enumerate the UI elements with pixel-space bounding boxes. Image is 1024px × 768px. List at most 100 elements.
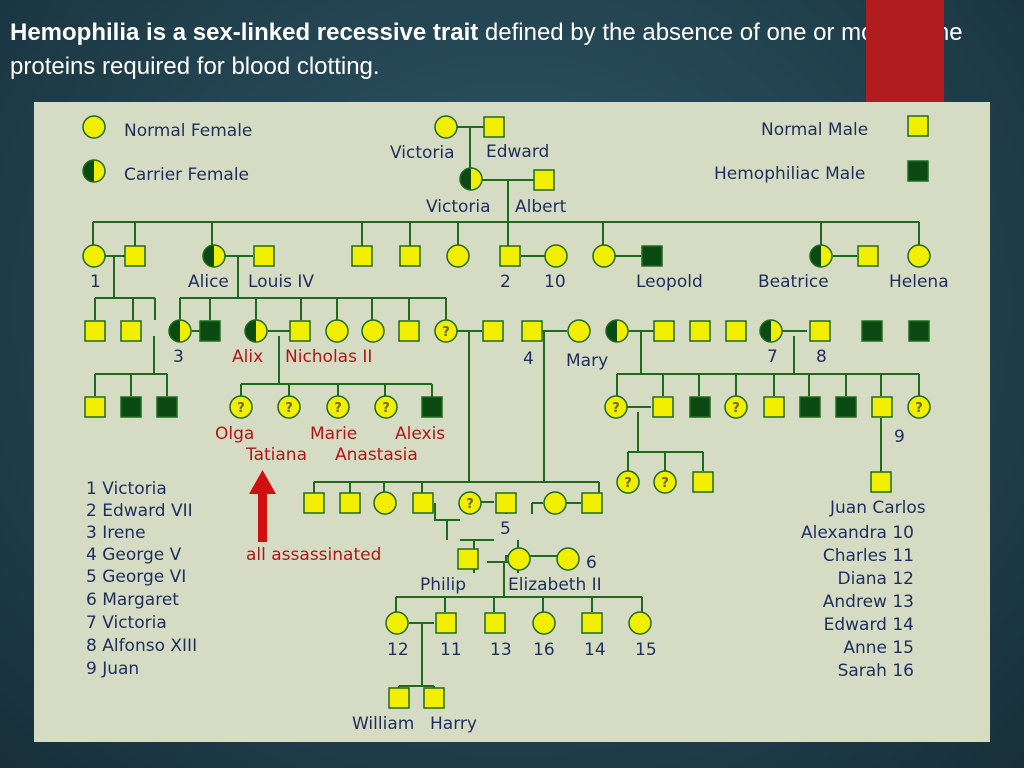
normal-female-symbol <box>543 491 567 515</box>
female-outline <box>544 244 568 268</box>
albert-symbol <box>533 169 555 191</box>
normal-male-symbol <box>652 396 674 418</box>
alix-symbol <box>244 319 268 343</box>
label-alix: Alix <box>232 347 263 367</box>
normal-male-symbol <box>303 492 325 514</box>
hemophiliac-male-symbol <box>799 396 821 418</box>
label-louis-iv: Louis IV <box>248 272 314 292</box>
key-right-item: Sarah 16 <box>838 661 914 681</box>
legend-carrier-female-symbol <box>82 159 106 183</box>
label-4: 4 <box>523 349 534 369</box>
label-harry: Harry <box>430 714 477 734</box>
hemophiliac-male-symbol <box>689 396 711 418</box>
pedigree-symbols: ??????????? <box>82 115 931 709</box>
female-fill <box>725 396 747 418</box>
label-anastasia: Anastasia <box>335 445 418 465</box>
female-fill <box>544 492 566 514</box>
beatrice-symbol <box>809 244 833 268</box>
unknown-female-symbol: ? <box>458 491 482 515</box>
normal-male-symbol <box>398 320 420 342</box>
key-right-item: Alexandra 10 <box>801 523 914 543</box>
female-fill <box>435 116 457 138</box>
normal-male-symbol <box>725 320 747 342</box>
key-left-item: 9 Juan <box>86 659 139 679</box>
george-vi-symbol <box>495 492 517 514</box>
female-outline <box>202 244 226 268</box>
elizabeth-ii-symbol <box>507 547 531 571</box>
female-outline <box>628 611 652 635</box>
carrier-half <box>83 160 94 182</box>
female-outline <box>325 319 349 343</box>
normal-male-symbol <box>339 492 361 514</box>
label-12: 12 <box>387 640 409 660</box>
female-fill <box>654 471 676 493</box>
carrier-half <box>203 245 214 267</box>
key-right-item: Edward 14 <box>824 615 914 635</box>
unknown-female-symbol: ? <box>434 319 458 343</box>
pedigree-lines <box>92 126 920 698</box>
key-left-item: 4 George V <box>86 545 182 565</box>
female-fill <box>908 245 930 267</box>
female-fill <box>545 245 567 267</box>
edward-14-symbol <box>581 612 603 634</box>
female-fill <box>375 396 397 418</box>
normal-male-symbol <box>351 245 373 267</box>
william-symbol <box>388 687 410 709</box>
unknown-mark: ? <box>237 401 245 416</box>
hemophiliac-male-symbol <box>861 320 883 342</box>
legend-normal-male-symbol <box>907 115 929 137</box>
label-beatrice: Beatrice <box>758 272 829 292</box>
title-bold: Hemophilia is a sex-linked recessive tra… <box>10 19 479 46</box>
edward-symbol <box>483 116 505 138</box>
female-outline <box>82 159 106 183</box>
female-outline <box>277 395 301 419</box>
louis-iv-symbol <box>253 245 275 267</box>
label-elizabeth-ii: Elizabeth II <box>508 575 602 595</box>
key-left-item: 2 Edward VII <box>86 501 193 521</box>
normal-female-symbol <box>82 244 106 268</box>
carrier-half <box>460 168 471 190</box>
female-outline <box>373 491 397 515</box>
mary-symbol <box>567 319 591 343</box>
charles-symbol <box>435 612 457 634</box>
label-leopold: Leopold <box>636 272 703 292</box>
carrier-half <box>245 320 256 342</box>
hemophiliac-male-symbol <box>199 320 221 342</box>
alice-symbol <box>202 244 226 268</box>
female-outline <box>434 115 458 139</box>
female-fill <box>327 396 349 418</box>
red-accent-tab <box>866 0 944 104</box>
normal-male-symbol <box>653 320 675 342</box>
label-13: 13 <box>490 640 512 660</box>
label-15: 15 <box>635 640 657 660</box>
female-fill <box>568 320 590 342</box>
normal-male-symbol <box>689 320 711 342</box>
unknown-mark: ? <box>466 497 474 512</box>
label-alice: Alice <box>188 272 229 292</box>
female-outline <box>604 395 628 419</box>
label-edward: Edward <box>486 142 549 162</box>
female-outline <box>244 319 268 343</box>
female-outline <box>556 547 580 571</box>
anne-symbol <box>628 611 652 635</box>
female-outline <box>229 395 253 419</box>
juan-symbol <box>871 396 893 418</box>
normal-male-symbol <box>857 245 879 267</box>
label-1: 1 <box>90 272 101 292</box>
label-nicholas-ii: Nicholas II <box>285 347 372 367</box>
female-outline <box>616 470 640 494</box>
label-7: 7 <box>767 347 778 367</box>
unknown-female-symbol: ? <box>616 470 640 494</box>
normal-male-symbol <box>581 492 603 514</box>
unknown-mark: ? <box>334 401 342 416</box>
female-outline <box>434 319 458 343</box>
key-left-item: 3 Irene <box>86 523 146 543</box>
female-fill <box>447 245 469 267</box>
label-helena: Helena <box>889 272 949 292</box>
female-fill <box>230 396 252 418</box>
unknown-mark: ? <box>285 401 293 416</box>
hemophiliac-male-symbol <box>120 396 142 418</box>
key-left-item: 6 Margaret <box>86 590 179 610</box>
unknown-mark: ? <box>732 401 740 416</box>
label-11: 11 <box>440 640 462 660</box>
